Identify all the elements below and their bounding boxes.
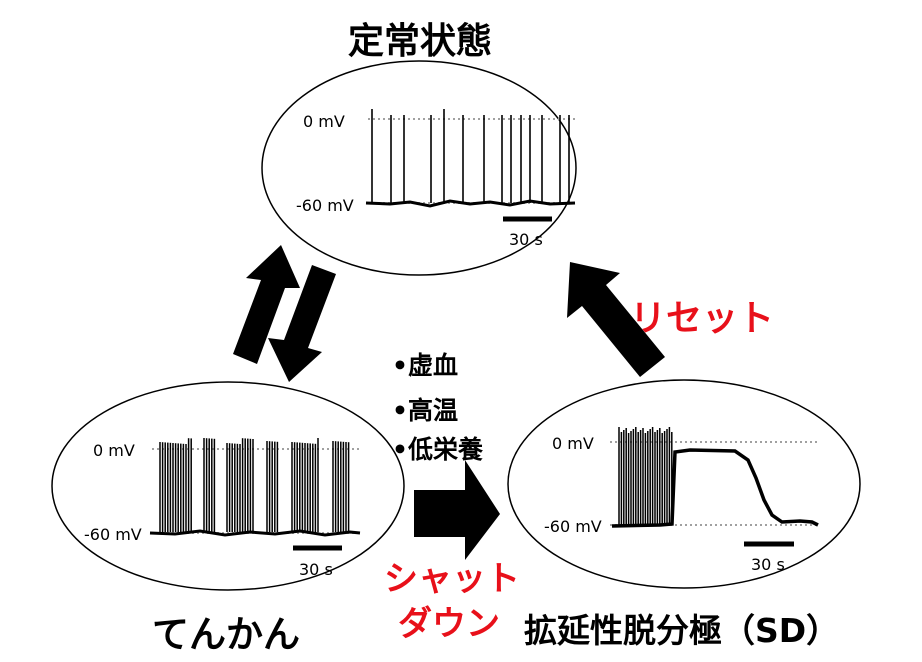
sd-scale-label: 30 s: [751, 555, 785, 574]
epilepsy-trace-panel: 0 mV -60 mV 30 s: [84, 438, 361, 579]
shutdown-label-line2: ダウン: [398, 604, 500, 644]
steady-state-ellipse: [261, 60, 577, 276]
shutdown-label-line1: シャット: [384, 559, 520, 599]
epilepsy-title: てんかん: [152, 613, 300, 656]
arrow-reset-to-steady: [567, 262, 665, 377]
sd-depolarization-trace: [611, 448, 819, 528]
steady-mv-top-label: 0 mV: [303, 112, 345, 131]
steady-state-trace-panel: 0 mV -60 mV 30 s: [296, 109, 578, 249]
steady-mv-bottom-label: -60 mV: [296, 196, 354, 215]
sd-trace-panel: 0 mV -60 mV 30 s: [544, 427, 820, 574]
sd-title: 拡延性脱分極（SD）: [524, 611, 840, 650]
arrow-down-to-epilepsy: [268, 265, 336, 382]
epilepsy-mv-bottom-label: -60 mV: [84, 525, 142, 544]
epilepsy-ellipse: [51, 381, 405, 591]
epilepsy-baseline-trace: [149, 529, 361, 537]
steady-spikes: [371, 109, 570, 203]
epilepsy-mv-top-label: 0 mV: [93, 441, 135, 460]
steady-baseline-trace: [365, 199, 576, 208]
sd-mv-bottom-label: -60 mV: [544, 517, 602, 536]
sd-mv-top-label: 0 mV: [552, 434, 594, 453]
sd-ellipse: [507, 379, 861, 589]
condition-hyperthermia: •高温: [392, 396, 458, 425]
condition-ischemia: •虚血: [392, 351, 458, 380]
reset-label: リセット: [630, 298, 775, 339]
steady-state-title: 定常状態: [348, 21, 493, 62]
condition-hypoglycemia: •低栄養: [392, 435, 483, 464]
arrow-right-to-sd: [414, 460, 500, 560]
epilepsy-bursts: [159, 438, 350, 532]
sd-spikes: [618, 427, 673, 525]
arrow-up-to-steady: [233, 245, 300, 364]
steady-scale-label: 30 s: [509, 230, 543, 249]
epilepsy-scale-label: 30 s: [299, 560, 333, 579]
